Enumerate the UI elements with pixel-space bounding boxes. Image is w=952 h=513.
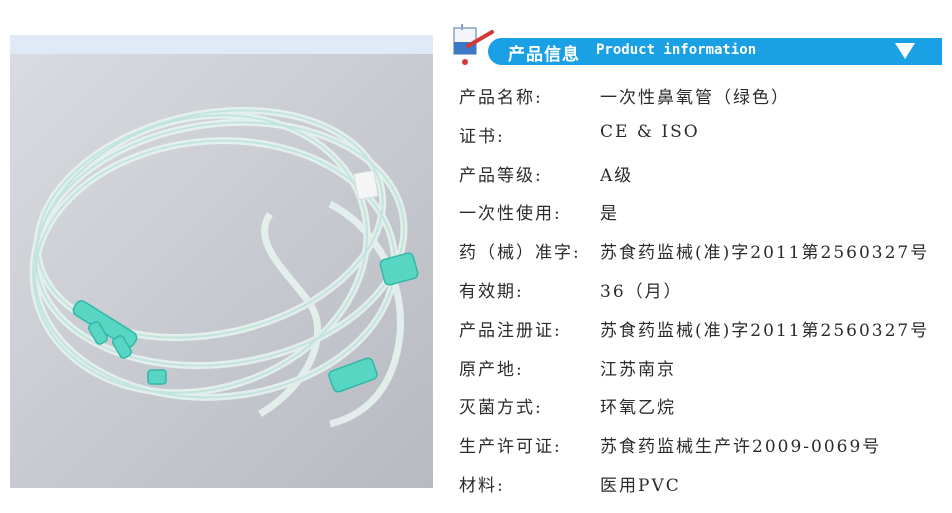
spec-row-sterilization: 灭菌方式: 环氧乙烷 <box>459 389 949 428</box>
spec-label: 一次性使用: <box>459 204 562 225</box>
spec-value: 苏食药监械(准)字2011第2560327号 <box>600 243 930 264</box>
spec-label: 有效期: <box>459 281 524 302</box>
nasal-cannula-image <box>29 106 419 428</box>
spec-value: 是 <box>600 204 619 225</box>
spec-label: 药（械）准字: <box>459 243 581 264</box>
spec-label: 原产地: <box>459 359 524 380</box>
header-title-cn: 产品信息 <box>508 45 580 65</box>
spec-row-grade: 产品等级: A级 <box>459 157 949 196</box>
spec-label: 材料: <box>459 475 505 496</box>
spec-row-product-name: 产品名称: 一次性鼻氧管（绿色） <box>459 79 949 118</box>
spec-value: 医用PVC <box>600 475 681 496</box>
spec-row-certificate: 证书: CE & ISO <box>459 118 949 157</box>
spec-value: 一次性鼻氧管（绿色） <box>600 88 790 108</box>
spec-label: 生产许可证: <box>459 437 562 458</box>
spec-value: CE & ISO <box>600 121 700 142</box>
product-photo <box>10 54 433 488</box>
spec-value: 苏食药监械生产许2009-0069号 <box>600 437 882 458</box>
header-title-en: Product information <box>596 42 757 58</box>
spec-row-validity: 有效期: 36（月） <box>459 273 949 312</box>
spec-list: 产品名称: 一次性鼻氧管（绿色） 证书: CE & ISO 产品等级: A级 一… <box>459 79 949 506</box>
triangle-down-icon[interactable] <box>894 42 916 60</box>
spec-value: 苏食药监械(准)字2011第2560327号 <box>600 320 930 341</box>
spec-value: 环氧乙烷 <box>600 398 676 419</box>
spec-row-production-license: 生产许可证: 苏食药监械生产许2009-0069号 <box>459 428 949 467</box>
spec-row-registration: 产品注册证: 苏食药监械(准)字2011第2560327号 <box>459 312 949 351</box>
spec-value: 36（月） <box>600 281 683 302</box>
spec-row-material: 材料: 医用PVC <box>459 467 949 506</box>
section-header: 产品信息 Product information <box>448 24 942 66</box>
spec-label: 灭菌方式: <box>459 398 543 419</box>
spec-label: 产品注册证: <box>459 320 562 341</box>
spec-row-disposable: 一次性使用: 是 <box>459 195 949 234</box>
header-bar <box>488 38 942 65</box>
spec-row-approval-number: 药（械）准字: 苏食药监械(准)字2011第2560327号 <box>459 234 949 273</box>
spec-label: 产品名称: <box>459 88 543 108</box>
spec-label: 证书: <box>459 126 505 147</box>
spec-value: A级 <box>600 165 634 186</box>
flask-pipette-icon <box>453 24 494 65</box>
spec-row-origin: 原产地: 江苏南京 <box>459 351 949 390</box>
spec-label: 产品等级: <box>459 165 543 186</box>
spec-value: 江苏南京 <box>600 359 676 380</box>
photo-top-strip <box>10 35 433 54</box>
